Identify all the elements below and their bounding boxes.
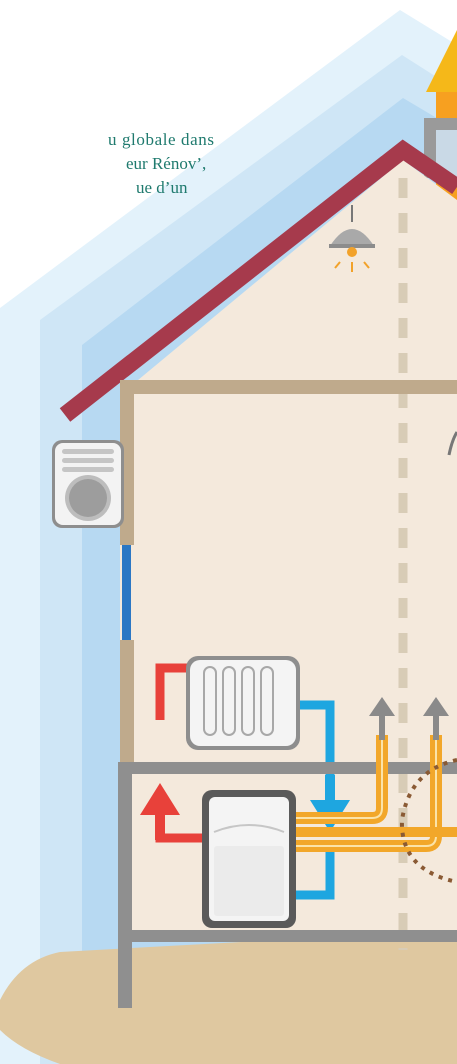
cold-water-pipe xyxy=(295,700,335,900)
basement-floor-beam xyxy=(118,930,457,942)
intro-text-line-2: eur Rénov’, xyxy=(126,154,207,173)
upper-floor-beam xyxy=(120,380,457,394)
heat-pump-outdoor-unit-icon xyxy=(52,440,124,528)
intro-text: u globale dans eur Rénov’, ue d’un xyxy=(108,128,457,200)
hot-water-arrow xyxy=(140,783,180,815)
intro-text-line-1: u globale dans xyxy=(108,130,215,149)
ventilation-arrows xyxy=(369,697,449,740)
ground xyxy=(0,930,457,1064)
boiler-icon xyxy=(202,790,296,928)
ground-floor-beam xyxy=(118,762,457,774)
roof xyxy=(59,139,457,422)
pendant-lamp-icon xyxy=(329,205,375,272)
ventilation-ducts xyxy=(292,735,457,852)
radiator-icon xyxy=(186,656,300,750)
interior-arrow-mark xyxy=(447,431,457,456)
intro-text-line-3: ue d’un xyxy=(136,178,188,197)
left-wall-post-lower xyxy=(120,640,134,765)
left-foundation-post xyxy=(118,762,132,1008)
outdoor-unit-pipe xyxy=(122,545,131,640)
